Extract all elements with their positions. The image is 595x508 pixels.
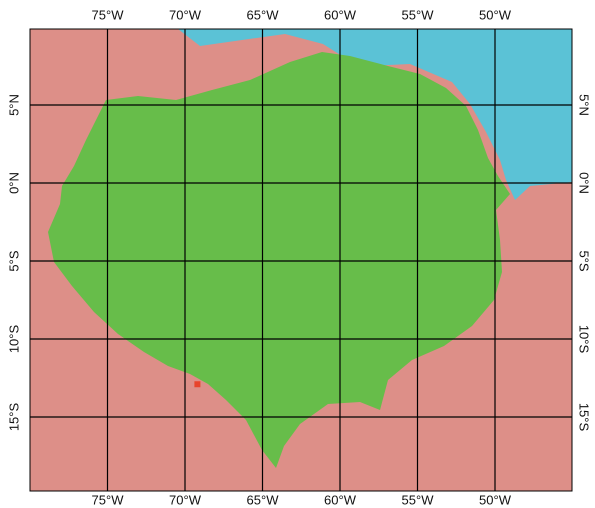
latitude-label-left: 0°N — [6, 172, 21, 194]
longitude-label-top: 55°W — [402, 7, 435, 22]
longitude-label-top: 70°W — [169, 7, 202, 22]
latitude-label-left: 5°N — [6, 94, 21, 116]
longitude-label-top: 50°W — [479, 7, 512, 22]
latitude-label-left: 5°S — [6, 250, 21, 271]
latitude-label-right: 0°N — [577, 172, 592, 194]
location-marker — [194, 381, 201, 388]
latitude-label-left: 10°S — [6, 325, 21, 354]
longitude-label-top: 75°W — [92, 7, 125, 22]
longitude-label-bottom: 50°W — [479, 492, 512, 507]
latitude-label-left: 15°S — [6, 403, 21, 432]
latitude-label-right: 15°S — [577, 403, 592, 432]
latitude-label-right: 5°N — [577, 94, 592, 116]
latitude-label-right: 5°S — [577, 250, 592, 271]
latitude-label-right: 10°S — [577, 325, 592, 354]
longitude-label-top: 65°W — [247, 7, 280, 22]
longitude-label-bottom: 70°W — [169, 492, 202, 507]
longitude-label-bottom: 55°W — [402, 492, 435, 507]
forest-area — [48, 52, 510, 468]
graticule — [30, 29, 572, 491]
longitude-label-bottom: 60°W — [324, 492, 357, 507]
longitude-label-bottom: 75°W — [92, 492, 125, 507]
graticule-labels: 75°W 75°W 70°W 70°W 65°W 65°W 60°W 60°W 55°W 55°W… — [6, 7, 591, 507]
longitude-label-top: 60°W — [324, 7, 357, 22]
map-frame — [29, 28, 573, 492]
longitude-label-bottom: 65°W — [247, 492, 280, 507]
